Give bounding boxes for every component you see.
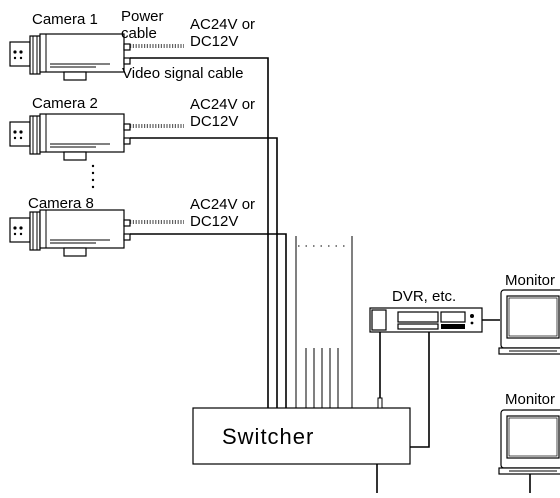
video-cable-label: Video signal cable [122, 65, 243, 82]
monitor-2-icon [498, 409, 560, 475]
camera-2: Camera 2 [9, 95, 131, 161]
camera-8-label: Camera 8 [28, 195, 94, 212]
switcher-label: Switcher [222, 424, 314, 449]
monitor-1: Monitor [498, 272, 560, 355]
camera-1-icon [9, 33, 131, 81]
power-cables [130, 44, 184, 224]
camera-1-label: Camera 1 [32, 11, 98, 28]
camera-8-icon [9, 209, 131, 257]
camera-2-icon [9, 113, 131, 161]
video-cables [130, 57, 287, 408]
monitor-2-label: Monitor [505, 391, 555, 408]
switcher-input-panel [295, 236, 353, 408]
switcher: Switcher [192, 407, 411, 465]
monitor-1-label: Monitor [505, 272, 555, 289]
camera-1: Camera 1 [9, 11, 131, 81]
monitor-1-icon [498, 289, 560, 355]
dvr-label: DVR, etc. [392, 288, 456, 305]
camera-8: Camera 8 [9, 195, 131, 257]
dvr: DVR, etc. [369, 288, 500, 333]
camera-2-label: Camera 2 [32, 95, 98, 112]
camera-ellipsis [91, 164, 95, 189]
monitor-2: Monitor [498, 391, 560, 475]
